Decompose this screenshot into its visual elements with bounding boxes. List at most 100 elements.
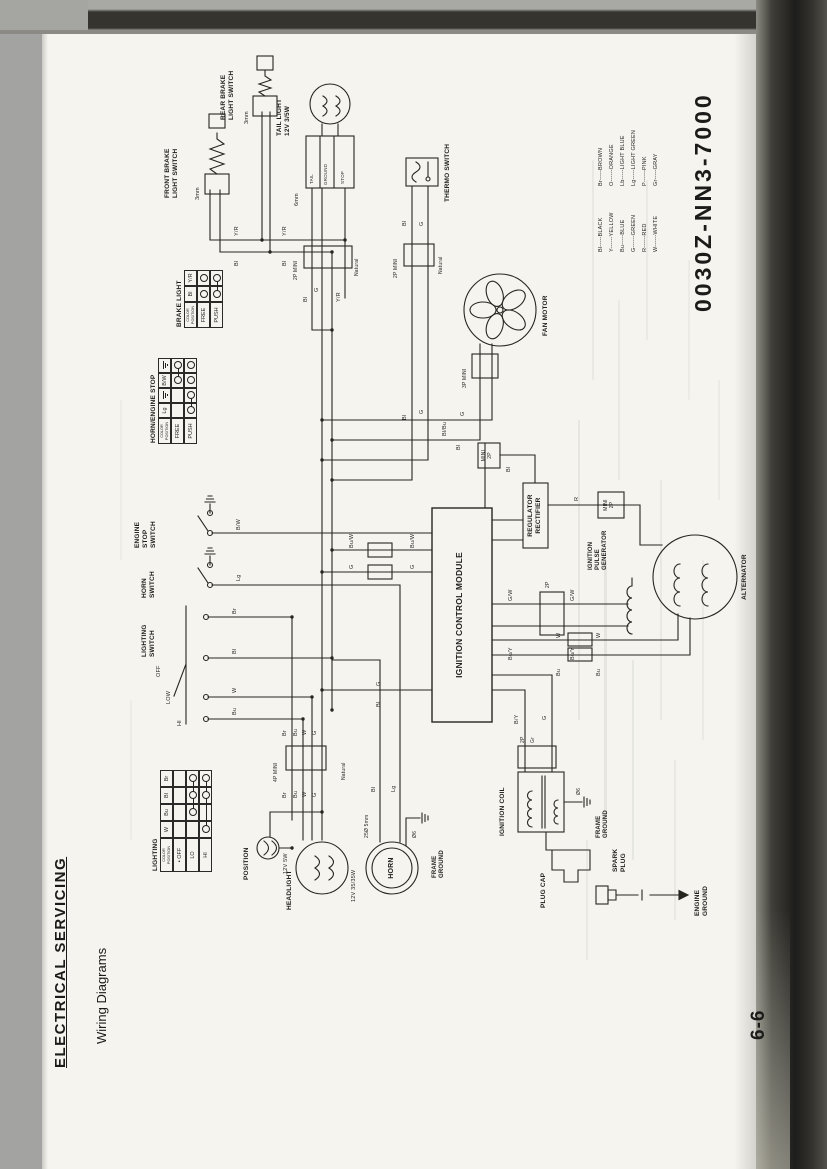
table-cell: FREE [171,418,184,444]
label-pos-low: LOW [166,690,172,704]
legend-entry: Bl-----BLACK [598,217,604,252]
frame-ground-coil-icon [583,796,591,808]
label-w-bl-1: Bl [234,260,240,266]
label-pin-tail: TAIL [309,174,314,184]
label-w-w-sw: W [232,687,238,693]
position-lamp-icon [256,836,280,860]
thermo-switch-icon [405,157,439,187]
label-w-bl-reg1: Bl [456,444,462,450]
label-plug-cap: PLUG CAP [540,872,547,908]
label-w-g-fan: G [460,411,466,416]
horn-switch-icon [197,547,216,589]
scan-edge-top [0,0,827,34]
bleed-mark [660,480,662,720]
spark-plug-icon [595,885,643,905]
label-rear-brake-switch: REAR BRAKE LIGHT SWITCH [220,70,235,120]
engine-ground-arrow [678,889,690,901]
ground-symbol-icon [162,391,164,400]
label-w-g-tail: G [314,287,320,292]
contact-circle [201,791,210,800]
legend-entry: O------ORANGE [609,144,615,186]
inline-connector-w [567,632,593,647]
label-w-buy-2: Bu/Y [570,647,576,660]
label-w-w-alt1: W [556,632,562,638]
table-cell [197,286,210,302]
bleed-mark [702,560,704,740]
label-w-buw-1: Bu/W [349,533,355,548]
label-w-bu-alt1: Bu [556,668,562,676]
horn-icon [365,841,419,895]
label-horn-bolt: Ø6 [412,830,418,838]
label-w-bu-sw: Bu [232,707,238,715]
regulator-rectifier-box [522,482,549,549]
page-number: 6-6 [748,1009,769,1040]
contact-circle [186,361,195,370]
table-cell: Bu [160,804,173,821]
mini-2p-connector-b [597,491,625,519]
part-code-stamp: 0030Z-NN3-7000 [690,92,716,312]
label-w-g-3: G [349,564,355,569]
label-lighting-switch: LIGHTING SWITCH [141,624,156,657]
label-w-bl-tail: Bl [303,296,309,302]
headlight-4p-mini-connector [285,745,327,771]
label-headlight: HEADLIGHT [286,870,293,910]
label-w-g-1: G [312,730,318,735]
label-conn-2p-thermo-color: Natural [438,256,444,274]
contact-circle [201,774,210,783]
coil-2p-gr-connector [517,745,557,769]
label-spark-plug: SPARK PLUG [612,848,627,872]
junction-dots [260,238,347,850]
contact-circle [186,376,195,385]
label-w-g-coil: G [542,715,548,720]
bleed-mark [586,840,588,960]
table-cell: COLOR POSITION [158,418,171,444]
label-w-bw-sw: B/W [236,519,242,530]
wiring-diagram-graphics [173,55,738,905]
label-horn-switch-label: HORN SWITCH [141,571,156,598]
engine-stop-switch-icon [197,495,216,537]
label-w-buy-1: Bu/Y [508,647,514,660]
front-brake-switch-icon [204,113,230,195]
label-pin-ground: GROUND [323,163,328,185]
legend-entry: R------RED [642,223,648,252]
label-pin-stop: STOP [340,171,345,184]
label-conn-2p-thermo: 2P MINI [393,258,399,278]
bleed-mark [592,160,594,380]
table-cell [173,804,186,821]
table-cell [173,821,186,838]
table-cell [171,388,184,403]
legend-entry: Br-----BROWN [598,147,604,186]
label-engine-ground: ENGINE GROUND [694,885,709,916]
label-conn-4p: 4P MINI [273,762,279,782]
label-w-yr-tail: Y/R [336,292,342,302]
page-subtitle: Wiring Diagrams [94,947,109,1044]
thermo-2p-mini-connector [403,243,435,267]
legend-entry: Lg-----LIGHT GREEN [631,129,637,186]
label-engine-stop-switch: ENGINE STOP SWITCH [134,521,157,548]
table-cell: PUSH [184,418,197,444]
label-conn-2p-tail: 2P MINI [293,260,299,280]
legend-entry: Y------YELLOW [609,212,615,252]
contact-circle [201,825,210,834]
contact-circle [188,774,197,783]
label-headlight-spec: 12V 35/35W [351,869,357,902]
tail-2p-mini-connector [303,245,353,269]
label-fan-motor: FAN MOTOR [542,295,549,336]
bleed-mark [674,760,676,920]
label-position-lamp: POSITION [243,847,250,880]
wiring-diagram-canvas: ELECTRICAL SERVICING Wiring Diagrams 003… [40,50,785,1120]
legend-entry: W------WHITE [653,215,659,252]
label-w-g-th1: G [419,221,425,226]
label-w-r-reg: R [574,496,580,501]
label-thermo-switch: THERMO SWITCH [444,143,451,202]
label-w-yr-1: Y/R [234,226,240,236]
ground-symbol-icon [162,361,164,370]
table-title: LIGHTING [152,838,159,871]
pulse-generator-icon [626,577,633,635]
label-w-br-1: Br [282,730,288,736]
bleed-mark [646,180,648,340]
label-frame-ground-horn: FRAME GROUND [432,850,446,878]
legend-entry: G------GREEN [631,214,637,252]
label-w-g-4: G [410,564,416,569]
